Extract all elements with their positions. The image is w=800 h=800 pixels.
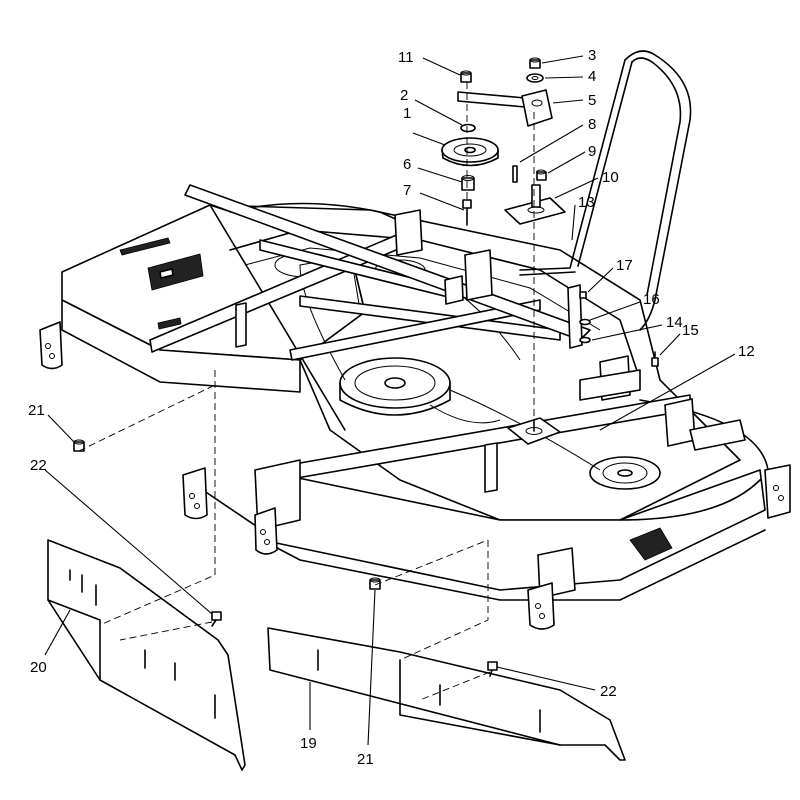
- callout-3: 3: [588, 47, 596, 64]
- callout-7: 7: [403, 182, 411, 199]
- right-plate: [689, 419, 746, 451]
- callout-22-left: 22: [30, 457, 47, 474]
- washer-2: [460, 123, 476, 133]
- frame-rails: [149, 184, 691, 485]
- nut-21-center: [369, 577, 381, 590]
- pin-8: [512, 165, 518, 183]
- belt-guide-bracket: [567, 284, 659, 367]
- left-pulley: [339, 357, 451, 416]
- callout-14: 14: [666, 314, 683, 331]
- callout-2: 2: [400, 87, 408, 104]
- callout-17: 17: [616, 257, 633, 274]
- right-pulley: [589, 456, 661, 490]
- callout-labels: 1 2 3 4 5 6 7 8 9 10 11 12 13 14 15 16 1…: [28, 47, 755, 768]
- callout-9: 9: [588, 143, 596, 160]
- bolt-22-left: [211, 611, 222, 627]
- callout-11: 11: [398, 49, 414, 66]
- idler-mount-plate: [507, 417, 561, 445]
- callout-12: 12: [738, 343, 755, 360]
- callout-21-center: 21: [357, 751, 374, 768]
- baffle-assembly-lines: [78, 370, 491, 701]
- baffle-20: [47, 539, 246, 771]
- idler-plate-10: [504, 184, 566, 225]
- bolt-22-right: [487, 661, 498, 677]
- cap-screw-3: [529, 57, 541, 69]
- baffle-19: [267, 627, 626, 761]
- nut-9: [536, 169, 547, 181]
- callout-8: 8: [588, 116, 596, 133]
- idler-arm: [457, 89, 553, 127]
- spacer-6: [461, 175, 475, 191]
- callout-1: 1: [403, 105, 411, 122]
- leader-lines: [44, 55, 736, 746]
- callout-19: 19: [300, 735, 317, 752]
- callout-20: 20: [30, 659, 47, 676]
- nut-11: [460, 70, 472, 83]
- callout-4: 4: [588, 68, 596, 85]
- callout-22-right: 22: [600, 683, 617, 700]
- callout-15: 15: [682, 322, 699, 339]
- idler-pulley-1: [441, 137, 499, 167]
- callout-13: 13: [578, 194, 595, 211]
- callout-16: 16: [643, 291, 660, 308]
- mounting-ears: [39, 321, 791, 630]
- right-decal: [629, 527, 673, 561]
- washer-4: [526, 73, 544, 83]
- drive-belt: [519, 50, 692, 331]
- bolt-7: [462, 199, 472, 226]
- deck-decals: [119, 237, 204, 330]
- callout-5: 5: [588, 92, 596, 109]
- callout-10: 10: [602, 169, 619, 186]
- callout-21-left: 21: [28, 402, 45, 419]
- callout-6: 6: [403, 156, 411, 173]
